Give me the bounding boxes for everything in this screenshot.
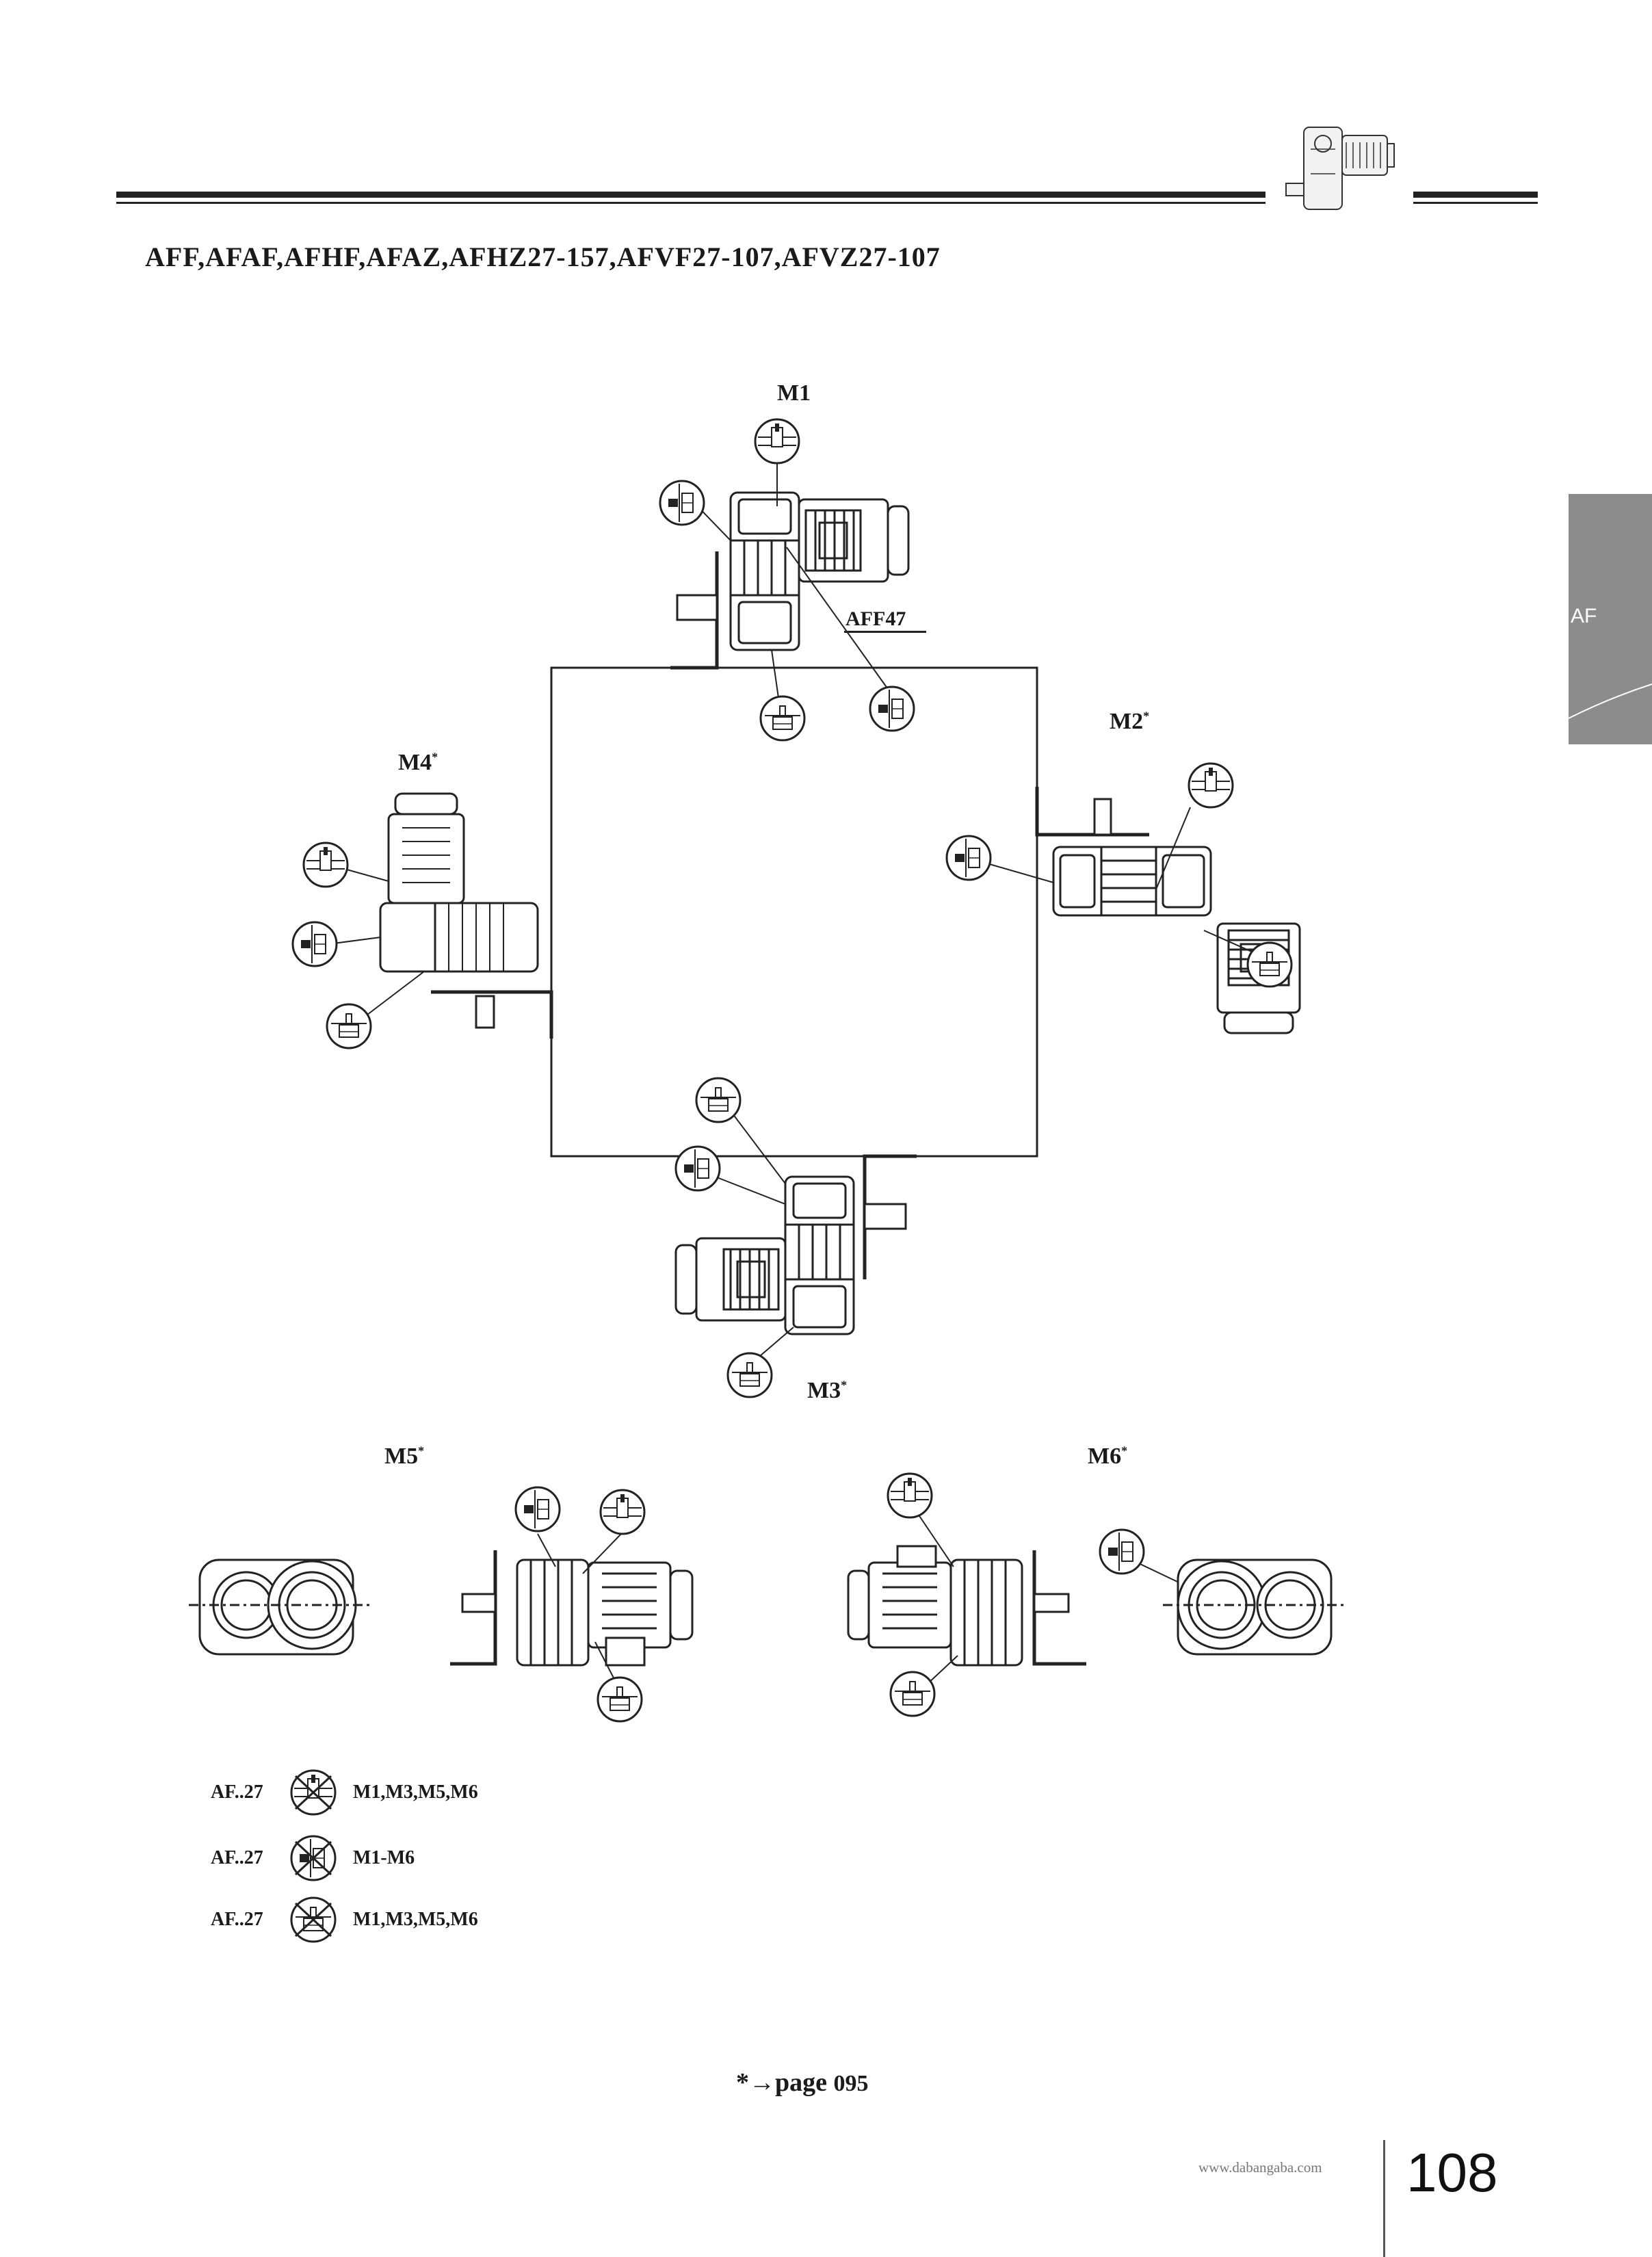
m5-label: M5*: [384, 1444, 425, 1469]
m4-gearmotor: [328, 792, 553, 1039]
page-number: 108: [1406, 2142, 1498, 2203]
m6-side-view: [847, 1545, 1086, 1667]
model-label: AFF47: [845, 608, 906, 630]
m1-oil-left-icon: [659, 480, 705, 526]
page-title: AFF,AFAF,AFHF,AFAZ,AFHZ27-157,AFVF27-107…: [145, 242, 941, 272]
m5-side-view: [450, 1550, 694, 1667]
m6-oil-top-icon: [887, 1472, 933, 1519]
m3-oil-top-icon: [695, 1077, 742, 1123]
m6-oil-bottom-icon: [889, 1671, 936, 1717]
gearmotor-header-icon: [1285, 127, 1395, 210]
m2-oil-left-icon: [945, 835, 992, 881]
legend-icon-2: [290, 1835, 337, 1881]
header-rule-left: [116, 192, 1266, 204]
legend-row: AF..27 M1,M3,M5,M6: [211, 1898, 478, 1942]
legend-mounts: M1,M3,M5,M6: [353, 1909, 478, 1930]
m3-label: M3*: [807, 1378, 848, 1403]
footnote-page: 095: [833, 2071, 869, 2096]
legend-code: AF..27: [211, 1909, 263, 1930]
m4-oil-top-icon: [302, 842, 349, 888]
legend-mounts: M1,M3,M5,M6: [353, 1782, 478, 1803]
legend-row: AF..27 M1-M6: [211, 1836, 415, 1880]
m5-end-view: [189, 1558, 369, 1656]
legend-code: AF..27: [211, 1847, 263, 1868]
m5-oil-top-icon: [599, 1489, 646, 1535]
m5-oil-bottom-icon: [596, 1676, 643, 1723]
m2-oil-top-icon: [1188, 762, 1234, 809]
m3-oil-bottom-icon: [726, 1352, 773, 1398]
legend-row: AF..27 M1,M3,M5,M6: [211, 1771, 478, 1814]
footer-divider: [1383, 2140, 1385, 2257]
m2-gearmotor: [962, 787, 1301, 1034]
mounting-surface-square: [550, 666, 1038, 1158]
m2-label: M2*: [1110, 709, 1150, 734]
m1-label: M1: [777, 380, 811, 406]
section-tab-label: AF: [1571, 605, 1597, 627]
m1-oil-top-icon: [754, 418, 800, 465]
model-label-underline: [844, 631, 926, 633]
m1-gearmotor: [670, 458, 910, 699]
page-reference-footnote: *→page 095: [736, 2067, 869, 2098]
header-rule-right: [1413, 192, 1538, 204]
m1-oil-right-icon: [869, 686, 915, 732]
legend-icon-3: [290, 1896, 337, 1943]
m3-gearmotor: [674, 1094, 917, 1369]
legend-code: AF..27: [211, 1782, 263, 1803]
legend-mounts: M1-M6: [353, 1847, 415, 1868]
section-tab-swoosh: [1569, 683, 1652, 719]
legend-icon-1: [290, 1769, 337, 1816]
m6-end-view: [1163, 1558, 1345, 1656]
m1-oil-bottom-icon: [759, 695, 806, 742]
footnote-symbol: *→page: [736, 2068, 827, 2097]
m6-label: M6*: [1088, 1444, 1128, 1469]
m4-oil-left-icon: [291, 921, 338, 967]
website-link[interactable]: www.dabangaba.com: [1198, 2159, 1322, 2176]
m5-oil-left-icon: [514, 1486, 561, 1532]
m3-oil-left-icon: [674, 1145, 721, 1192]
m6-oil-right-icon: [1099, 1528, 1145, 1575]
m4-oil-bottom-icon: [326, 1003, 372, 1049]
section-tab[interactable]: [1569, 494, 1652, 744]
m2-oil-bottom-icon: [1246, 941, 1293, 988]
m4-label: M4*: [398, 750, 438, 775]
